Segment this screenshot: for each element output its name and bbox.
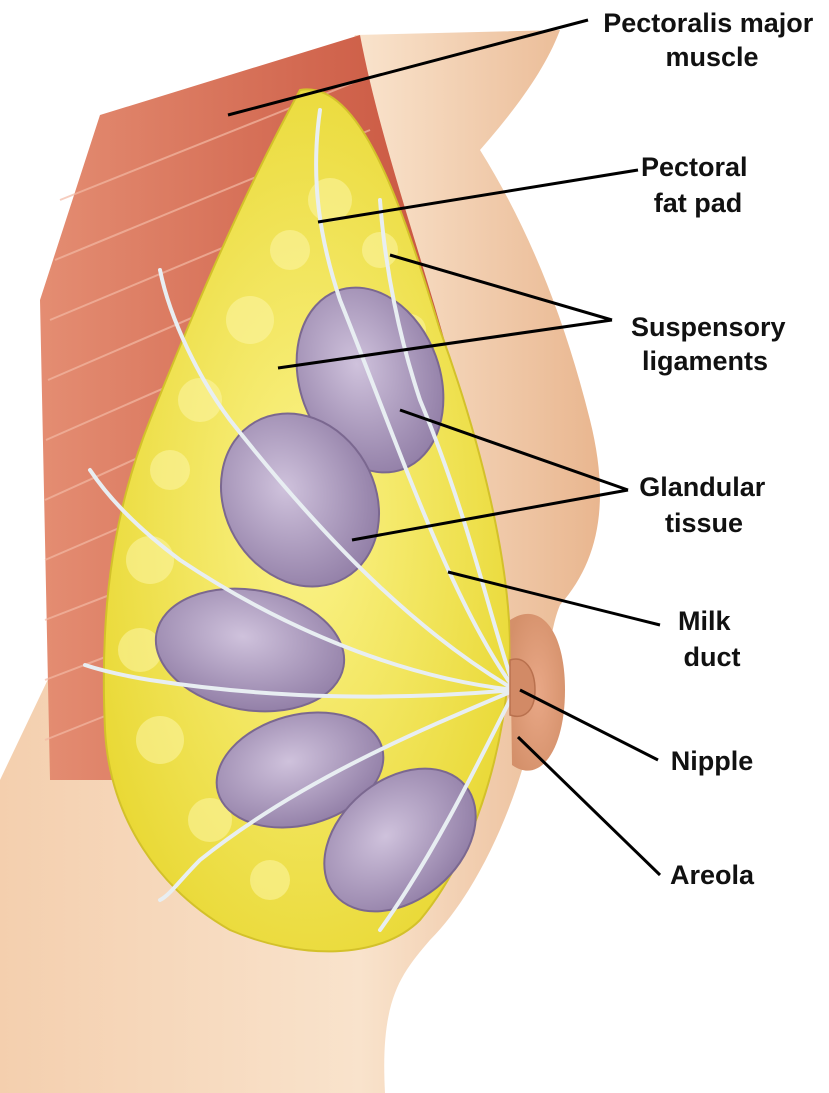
label-areola-line-1: Areola <box>670 860 755 890</box>
label-glandular-line-1: Glandular <box>639 472 766 502</box>
label-milk-duct: Milk duct <box>678 606 741 672</box>
label-nipple-line-1: Nipple <box>671 746 754 776</box>
label-pectoralis-major-muscle: Pectoralis major muscle <box>603 8 821 72</box>
label-pectoralis-line-1: Pectoralis major <box>603 8 814 38</box>
label-milk-duct-line-1: Milk <box>678 606 731 636</box>
label-fat-pad-line-2: fat pad <box>654 188 743 218</box>
label-milk-duct-line-2: duct <box>684 642 741 672</box>
label-suspensory-line-2: ligaments <box>642 346 768 376</box>
leader-areola <box>518 737 660 875</box>
label-pectoralis-line-2: muscle <box>665 42 758 72</box>
label-glandular-line-2: tissue <box>665 508 743 538</box>
label-areola: Areola <box>670 860 755 890</box>
label-fat-pad-line-1: Pectoral <box>641 152 748 182</box>
label-pectoral-fat-pad: Pectoral fat pad <box>641 152 755 218</box>
label-suspensory-line-1: Suspensory <box>631 312 786 342</box>
label-glandular-tissue: Glandular tissue <box>639 472 773 538</box>
label-nipple: Nipple <box>671 746 754 776</box>
label-suspensory-ligaments: Suspensory ligaments <box>631 312 793 376</box>
